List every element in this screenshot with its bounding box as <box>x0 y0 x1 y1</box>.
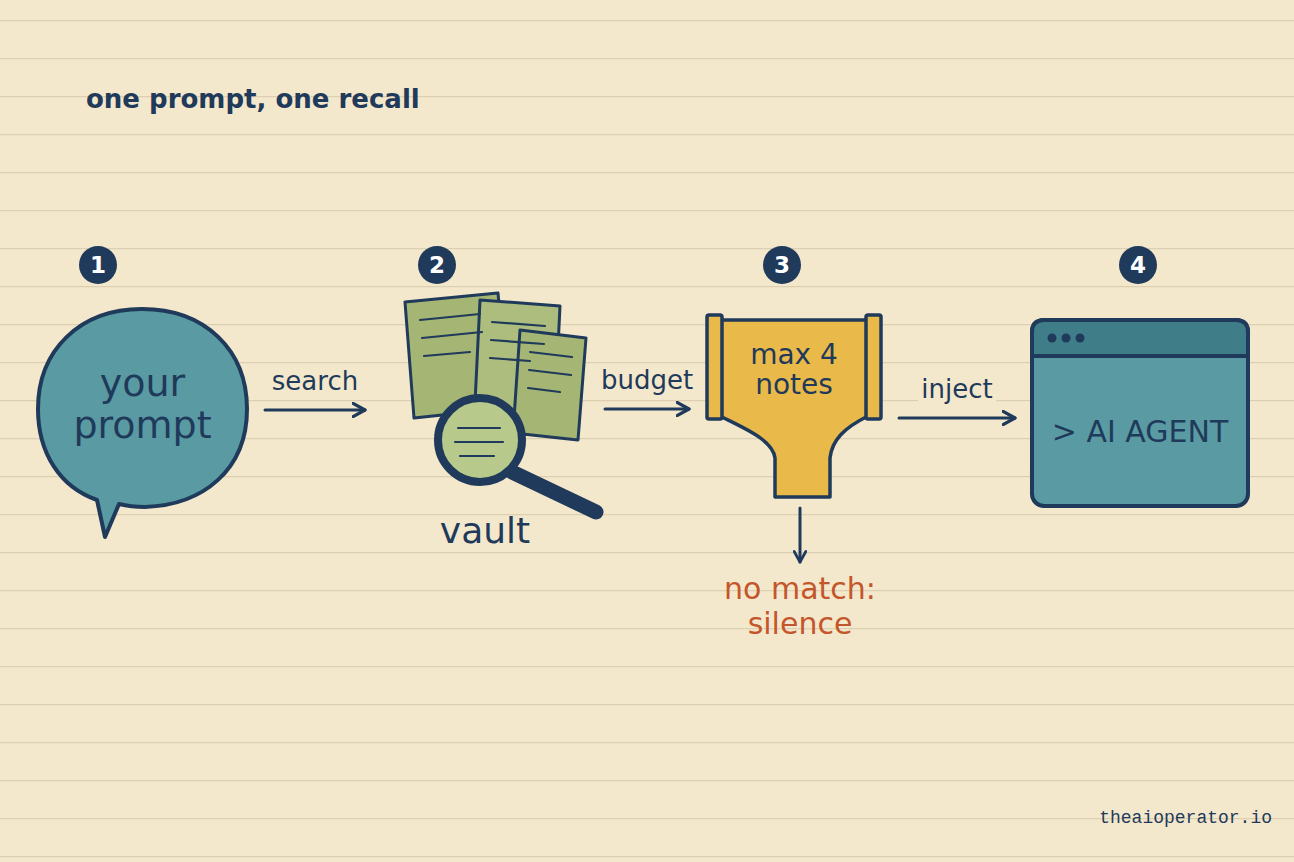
step-number: 4 <box>1118 245 1158 285</box>
callout-number: 2 <box>429 253 445 278</box>
node-shape <box>1030 318 1250 508</box>
flow-arrow <box>265 409 365 412</box>
window-dot <box>1048 334 1057 343</box>
window-titlebar <box>1032 320 1248 356</box>
bubble-outline <box>38 309 247 537</box>
callout-number: 4 <box>1130 253 1146 278</box>
edge-label: inject <box>918 374 995 404</box>
badge-circle <box>763 246 801 284</box>
step-number: 3 <box>762 245 802 285</box>
node-label: max 4 notes <box>724 340 864 400</box>
prompt-bubble: your prompt <box>35 305 250 540</box>
funnel-post <box>707 315 722 419</box>
window-frame <box>1032 320 1248 506</box>
no-match-arrow <box>799 508 802 562</box>
node-label: > AI AGENT <box>1052 416 1229 448</box>
budget-funnel: max 4 notes <box>704 312 884 502</box>
step-number: 2 <box>417 245 457 285</box>
edge-label: search <box>269 366 361 396</box>
badge-circle <box>79 246 117 284</box>
node-label: vault <box>440 512 530 551</box>
node-label: your prompt <box>53 363 232 445</box>
window-dot <box>1076 334 1085 343</box>
funnel-post <box>866 315 881 419</box>
edge-label: budget <box>598 365 696 395</box>
funnel-outline <box>720 320 868 497</box>
agent-window: > AI AGENT <box>1030 318 1250 508</box>
diagram-title: one prompt, one recall <box>86 84 420 114</box>
watermark: theaioperator.io <box>1060 808 1272 829</box>
window-dot <box>1062 334 1071 343</box>
no-match-note: no match: silence <box>690 572 910 641</box>
badge-circle <box>1119 246 1157 284</box>
flow-arrow <box>899 417 1015 420</box>
magnifier-illustration <box>438 398 596 512</box>
badge-circle <box>418 246 456 284</box>
flow-arrow <box>605 408 689 411</box>
vault-box: vault <box>380 290 590 555</box>
callout-number: 3 <box>774 253 790 278</box>
step-number: 1 <box>78 245 118 285</box>
callout-number: 1 <box>90 253 106 278</box>
